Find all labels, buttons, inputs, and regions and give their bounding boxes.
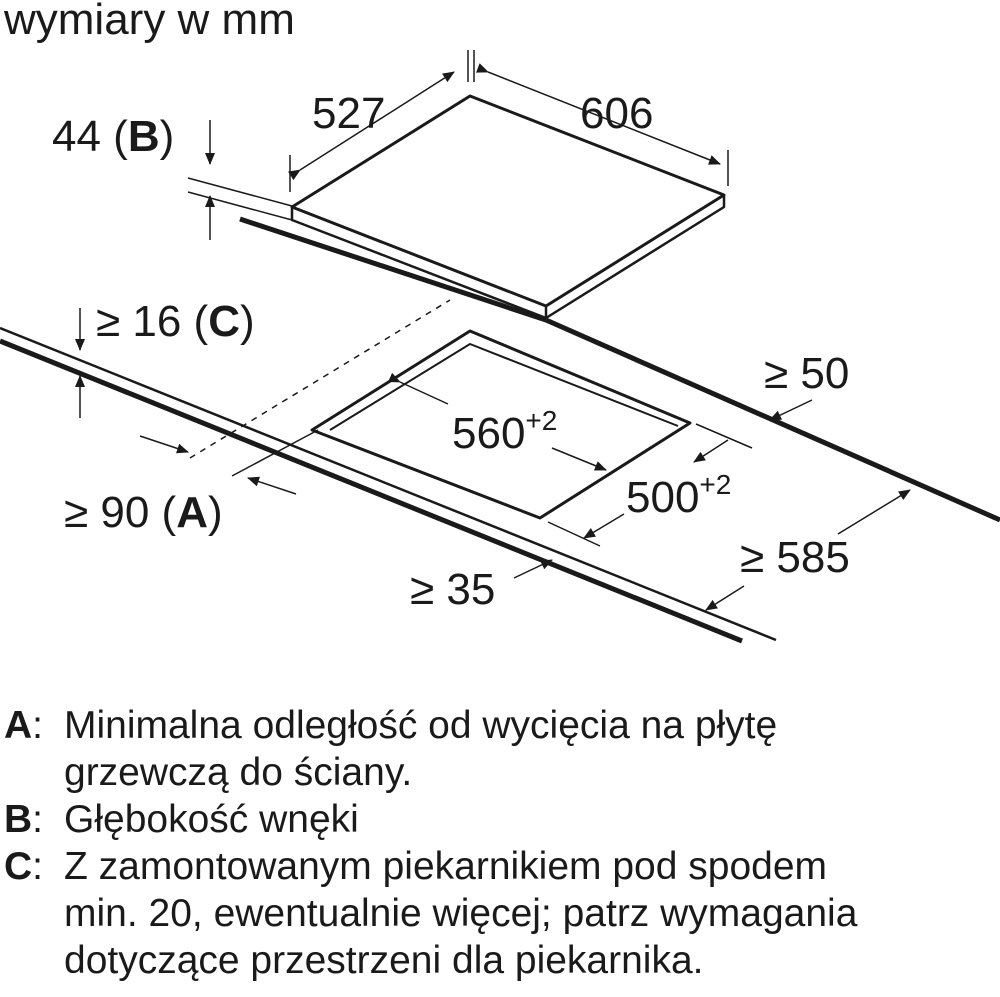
cutout-width-dimension — [387, 372, 607, 471]
legend-item-c: C: Z zamontowanym piekarnikiem pod spode… — [4, 843, 996, 984]
worktop-depth-dimension — [705, 489, 911, 611]
installation-diagram: wymiary w mm 527 606 44 (B) — [0, 0, 1000, 644]
hob-base-line — [239, 216, 547, 323]
hob-depth-label: 527 — [312, 89, 385, 138]
cutout-depth-label: 500+2 — [626, 469, 731, 522]
worktop-front-bottom-edge — [0, 338, 743, 644]
cutout-inner-edge — [329, 343, 679, 431]
hidden-edge — [189, 299, 451, 459]
worktop-front-top-edge — [0, 326, 777, 642]
units-caption: wymiary w mm — [3, 0, 295, 44]
recess-depth-dimension — [187, 120, 293, 240]
worktop — [0, 299, 1000, 644]
hob-width-dimension — [473, 50, 729, 186]
rear-clearance-label: ≥ 50 — [764, 349, 849, 398]
cutout-outline — [310, 329, 692, 520]
worktop-depth-label: ≥ 585 — [740, 533, 850, 582]
cutout-width-label: 560+2 — [452, 405, 557, 458]
cutout-depth-dimension — [547, 423, 753, 547]
legend-key-c: C: — [4, 845, 44, 888]
legend-text-a: Minimalna odległość od wycięcia na płytę… — [64, 704, 778, 794]
recess-depth-label: 44 (B) — [52, 112, 174, 161]
legend-text-b: Głębokość wnęki — [64, 798, 359, 841]
legend-item-b: B: Głębokość wnęki — [4, 796, 996, 843]
legend-item-a: A: Minimalna odległość od wycięcia na pł… — [4, 702, 996, 796]
front-edge-label: ≥ 90 (A) — [64, 488, 223, 537]
legend-text-c: Z zamontowanym piekarnikiem pod spodem m… — [64, 845, 858, 982]
rear-clearance-dimension — [769, 399, 813, 421]
hob-width-label: 606 — [580, 89, 653, 138]
bottom-clearance-label: ≥ 16 (C) — [96, 297, 255, 346]
cutout — [310, 329, 692, 520]
worktop-thickness-dimension — [513, 559, 553, 579]
hob-depth-dimension — [288, 50, 469, 192]
worktop-thickness-label: ≥ 35 — [410, 565, 495, 614]
legend-key-b: B: — [4, 798, 44, 841]
legend-key-a: A: — [4, 704, 44, 747]
legend: A: Minimalna odległość od wycięcia na pł… — [4, 702, 996, 984]
front-edge-dimension — [139, 429, 319, 495]
